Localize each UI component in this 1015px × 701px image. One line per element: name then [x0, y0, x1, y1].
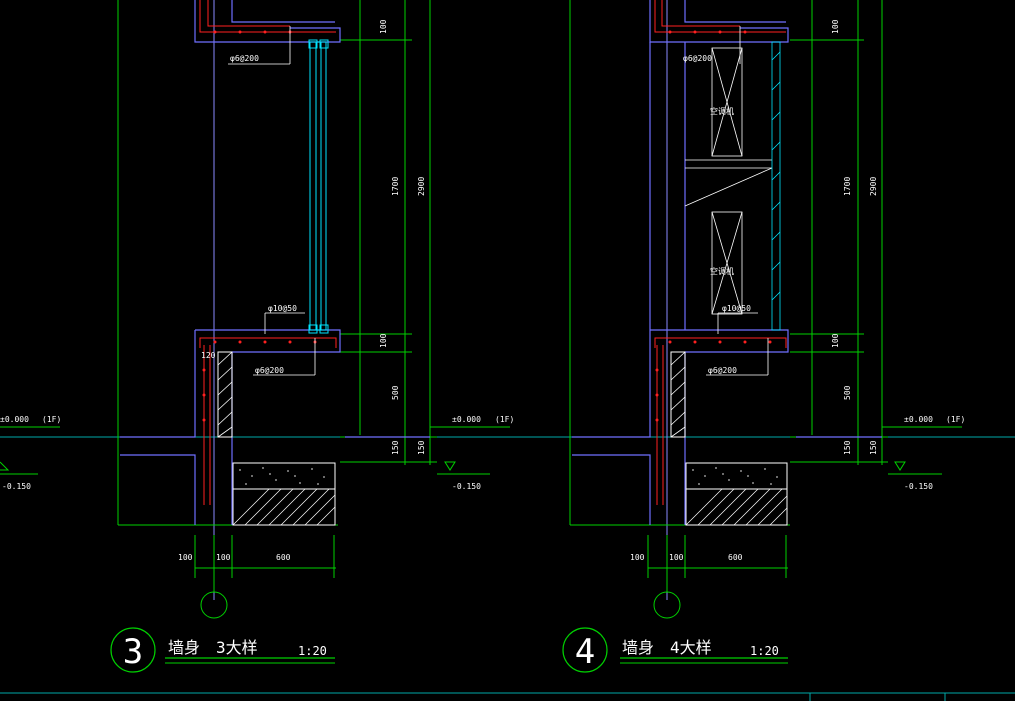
rebar	[654, 0, 787, 505]
wall-detail-4[interactable]: 4 墙身 4大样 1:20 φ6@200 φ10@50 φ6@200 空调机 空…	[0, 0, 965, 673]
rebar-label-top: φ6@200	[683, 54, 712, 63]
vent-label: 空调机	[710, 106, 734, 116]
detail-scale: 1:20	[298, 644, 327, 658]
dim-h-1: 100	[669, 553, 684, 562]
dim-h-2: 600	[728, 553, 743, 562]
dim-v-1: 1700	[391, 177, 400, 196]
dim-h-2: 600	[276, 553, 291, 562]
dim-v-1: 1700	[843, 177, 852, 196]
detail-number: 4	[575, 632, 595, 672]
hatch-wall	[670, 351, 686, 438]
level-left-floor: (1F)	[42, 415, 61, 424]
level-low-left: -0.150	[2, 482, 31, 491]
detail-title: 墙身 3大样	[168, 638, 258, 657]
window-glass	[308, 39, 329, 334]
dim-h-0: 100	[630, 553, 645, 562]
detail-number-circle	[562, 627, 608, 673]
rebar-label-bot: φ6@200	[708, 366, 737, 375]
dim-120: 120	[201, 351, 216, 360]
dim-v-2: 100	[379, 333, 388, 348]
dim-v-0: 100	[831, 19, 840, 34]
level-low: -0.150	[904, 482, 933, 491]
label-leaders	[228, 26, 316, 376]
dim-v-4: 150	[391, 440, 400, 455]
vent-label: 空调机	[710, 266, 734, 276]
dim-v-3: 500	[391, 385, 400, 400]
level-right: ±0.000	[452, 415, 481, 424]
detail-number-circle	[110, 627, 156, 673]
rebar-label-top: φ6@200	[230, 54, 259, 63]
level-right-floor: (1F)	[946, 415, 965, 424]
wall-detail-3[interactable]: 3 墙身 3大样 1:20 φ6@200 φ10@50 φ6@200 120 1…	[0, 0, 514, 673]
dim-overall: 2900	[869, 177, 878, 196]
cladding	[771, 41, 781, 331]
dim-overall: 2900	[417, 177, 426, 196]
level-left: ±0.000	[0, 415, 29, 424]
detail-title: 墙身 4大样	[622, 638, 712, 657]
level-right-floor: (1F)	[495, 415, 514, 424]
rebar-label-bot: φ6@200	[255, 366, 284, 375]
dim-v-0: 100	[379, 19, 388, 34]
soil-hatch	[232, 488, 336, 526]
rebar-dots	[655, 30, 772, 422]
vent-panels	[684, 47, 773, 315]
rebar-label-mid: φ10@50	[722, 304, 751, 313]
detail-scale: 1:20	[750, 644, 779, 658]
dim-v-2: 100	[831, 333, 840, 348]
label-leaders	[706, 26, 769, 376]
hatch-wall	[217, 351, 233, 438]
dim-v-3: 500	[843, 385, 852, 400]
soil-hatch	[685, 488, 788, 526]
dim-v-4: 150	[843, 440, 852, 455]
dim-v-150-right: 150	[417, 440, 426, 455]
grid-bubble	[653, 591, 681, 619]
rebar-label-mid: φ10@50	[268, 304, 297, 313]
level-low: -0.150	[452, 482, 481, 491]
level-right: ±0.000	[904, 415, 933, 424]
detail-number: 3	[123, 632, 143, 672]
dim-h-0: 100	[178, 553, 193, 562]
grid-bubble	[200, 591, 228, 619]
dim-h-1: 100	[216, 553, 231, 562]
dim-v-150-right: 150	[869, 440, 878, 455]
rebar	[199, 0, 337, 505]
